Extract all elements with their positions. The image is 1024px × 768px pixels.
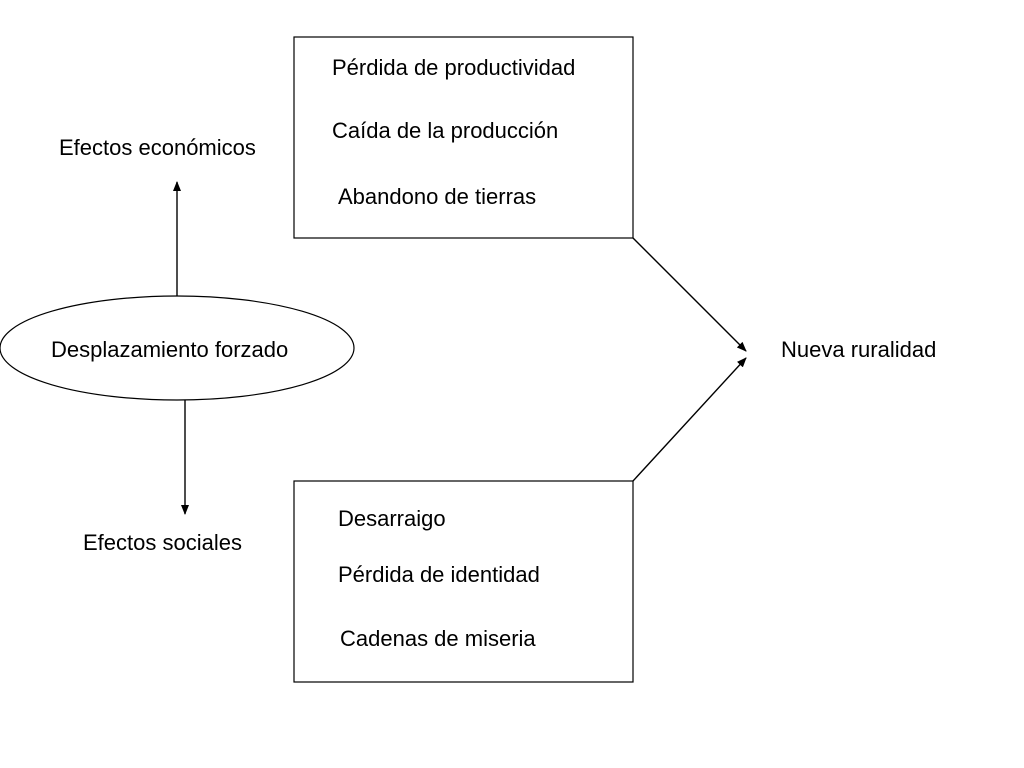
arrow-economic-to-outcome xyxy=(632,237,747,352)
social-effects-box xyxy=(293,480,634,683)
social-item-identity: Pérdida de identidad xyxy=(338,562,540,587)
source-node-label: Desplazamiento forzado xyxy=(51,337,289,362)
economic-effects-label: Efectos económicos xyxy=(59,135,256,160)
economic-item-production: Caída de la producción xyxy=(332,118,559,143)
social-item-uprooting: Desarraigo xyxy=(338,506,446,531)
economic-effects-box xyxy=(293,36,634,239)
social-effects-label: Efectos sociales xyxy=(83,530,242,555)
arrow-social-to-outcome xyxy=(632,357,747,482)
economic-item-land: Abandono de tierras xyxy=(338,184,537,209)
social-item-misery: Cadenas de miseria xyxy=(340,626,536,651)
outcome-label: Nueva ruralidad xyxy=(781,337,937,362)
economic-item-productivity: Pérdida de productividad xyxy=(332,55,576,80)
